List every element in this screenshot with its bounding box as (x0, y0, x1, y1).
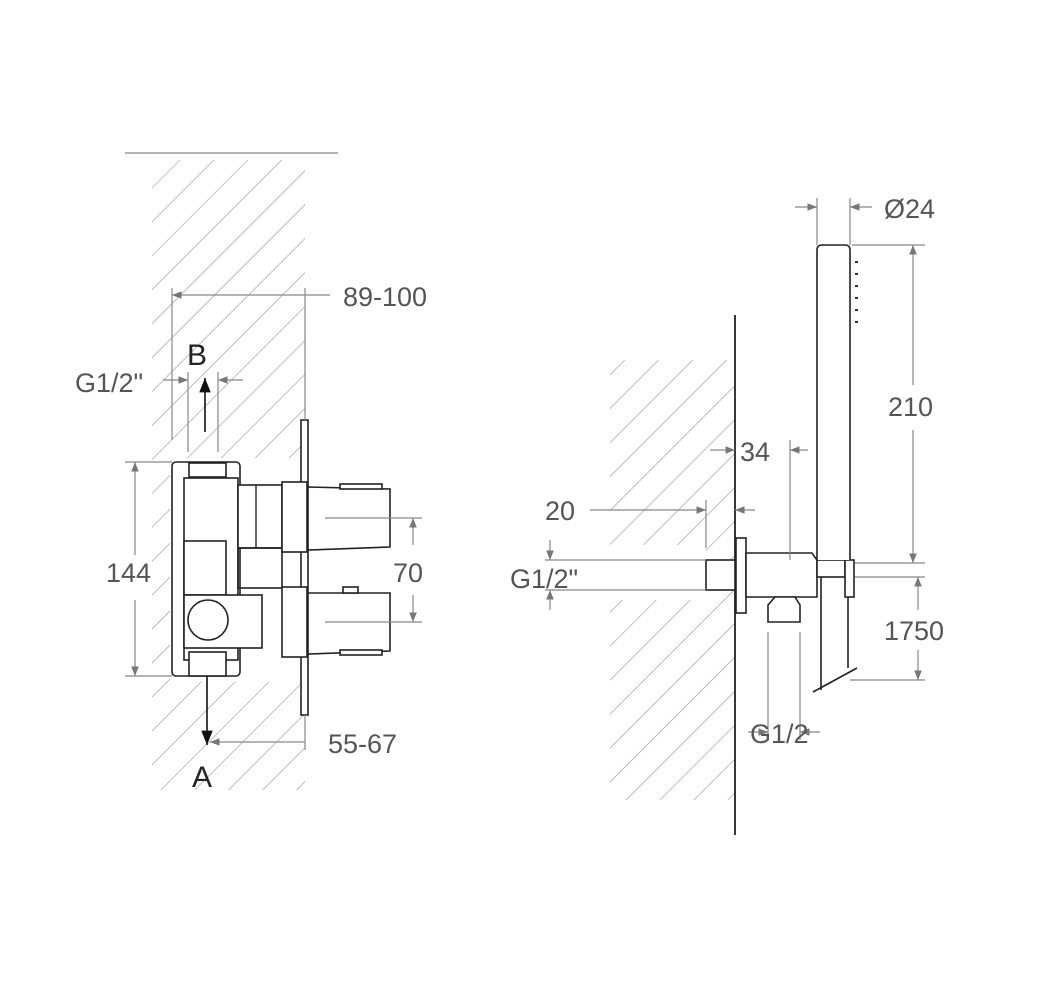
depth-dim-label: 55-67 (328, 729, 397, 759)
holder-bracket (844, 559, 855, 598)
wall-flange (735, 537, 747, 614)
offset-dim-label: 34 (740, 437, 770, 467)
bottom-nipple (188, 651, 227, 677)
height-dim-label: 144 (106, 558, 151, 588)
width-dim-label: 89-100 (343, 282, 427, 312)
outlet-thread-dim-label: G1/2 (750, 719, 809, 749)
outlet-a-label: A (192, 761, 212, 794)
thread-dim-label: G1/2" (75, 368, 143, 398)
handset-holder (816, 559, 846, 578)
upper-cartridge-body (237, 484, 283, 549)
lower-handle[interactable] (307, 592, 391, 655)
flange-dim-label: 20 (545, 496, 575, 526)
upper-collar (281, 481, 308, 553)
hose-outlet (767, 596, 801, 623)
lower-collar (281, 586, 308, 658)
diverter-circle (187, 599, 229, 641)
middle-block (183, 540, 227, 596)
right-view: Ø24 210 1750 34 20 G1/2" G1/2 (510, 194, 944, 835)
top-nipple (188, 462, 227, 478)
handle-spacing-dim-label: 70 (393, 558, 423, 588)
handset (816, 244, 851, 560)
left-view: 89-100 G1/2" B 144 70 A 55-67 (75, 152, 427, 794)
inlet-pipe (705, 559, 736, 591)
elbow-body (745, 552, 818, 598)
wall-plate (300, 419, 309, 716)
outlet-b-label: B (187, 339, 207, 372)
hose-length-dim-label: 1750 (884, 616, 944, 646)
handset-length-dim-label: 210 (888, 392, 933, 422)
diameter-dim-label: Ø24 (884, 194, 935, 224)
inlet-thread-dim-label: G1/2" (510, 564, 578, 594)
